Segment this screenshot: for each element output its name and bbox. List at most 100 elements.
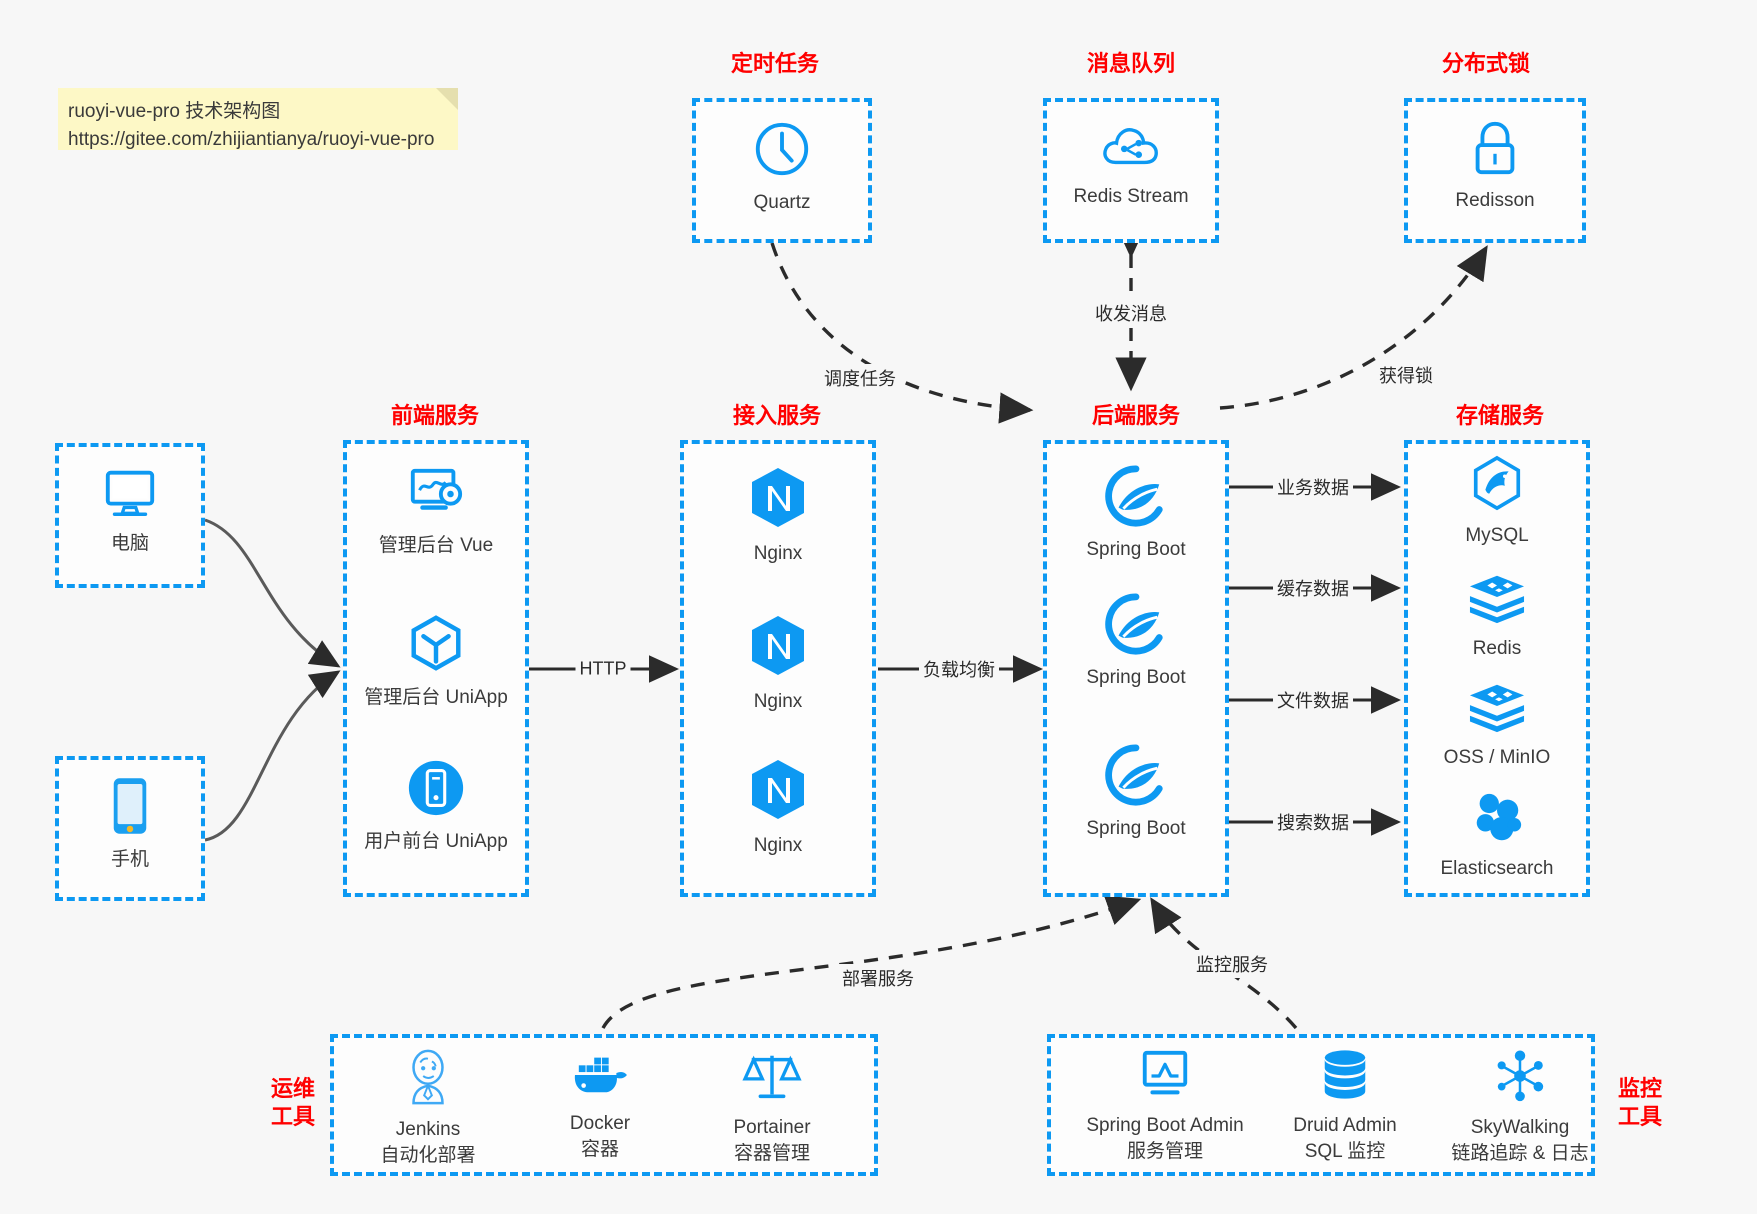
docker-whale-icon xyxy=(570,1048,630,1105)
edge-label-schedule-task: 调度任务 xyxy=(820,364,900,392)
node-label: Spring Boot xyxy=(1086,667,1186,688)
node-redis-stream[interactable]: Redis Stream xyxy=(1051,118,1211,210)
node-spring-boot-admin[interactable]: Spring Boot Admin 服务管理 xyxy=(1070,1048,1260,1164)
node-elasticsearch[interactable]: Elasticsearch xyxy=(1409,790,1585,882)
note-fold-icon xyxy=(436,88,458,110)
node-label: Druid Admin xyxy=(1293,1115,1397,1136)
node-label: Portainer xyxy=(733,1117,811,1138)
uniapp-cube-icon xyxy=(405,613,467,680)
edge-schedule-task xyxy=(770,242,1034,424)
jenkins-butler-icon xyxy=(400,1048,456,1111)
node-nginx-1[interactable]: Nginx xyxy=(690,465,866,567)
node-sublabel: 链路追踪 & 日志 xyxy=(1451,1142,1589,1164)
node-admin-uniapp[interactable]: 管理后台 UniApp xyxy=(348,613,524,711)
spring-boot-leaf-icon xyxy=(1105,465,1167,532)
edge-computer-to-frontend xyxy=(204,518,341,668)
node-label: 电脑 xyxy=(110,533,149,554)
node-springboot-2[interactable]: Spring Boot xyxy=(1048,593,1224,691)
network-nodes-icon xyxy=(1492,1048,1548,1109)
mobile-app-icon xyxy=(405,757,467,824)
node-oss-minio[interactable]: OSS / MinIO xyxy=(1409,679,1585,771)
node-druid-admin[interactable]: Druid Admin SQL 监控 xyxy=(1265,1048,1425,1164)
padlock-icon xyxy=(1466,118,1524,183)
dashboard-gear-icon xyxy=(405,465,467,528)
note-title: ruoyi-vue-pro 技术架构图 xyxy=(68,101,281,122)
node-label: Spring Boot xyxy=(1086,818,1186,839)
node-sublabel: 自动化部署 xyxy=(380,1144,476,1166)
monitor-chart-icon xyxy=(1136,1048,1194,1107)
edge-label-load-balance: 负载均衡 xyxy=(919,655,999,683)
edge-label-file-data: 文件数据 xyxy=(1273,686,1353,714)
node-redis[interactable]: Redis xyxy=(1409,570,1585,662)
monitor-title-line2: 工具 xyxy=(1617,1103,1662,1129)
node-label: Nginx xyxy=(753,835,803,856)
node-springboot-1[interactable]: Spring Boot xyxy=(1048,465,1224,563)
node-label: Docker xyxy=(569,1113,631,1134)
nginx-icon xyxy=(747,757,809,828)
group-title-scheduled-task: 定时任务 xyxy=(730,51,819,76)
edge-label-monitor-service: 监控服务 xyxy=(1192,950,1272,978)
group-backend xyxy=(1043,440,1229,897)
node-label: MySQL xyxy=(1465,525,1529,546)
node-nginx-2[interactable]: Nginx xyxy=(690,613,866,715)
edge-label-acquire-lock: 获得锁 xyxy=(1375,361,1437,389)
group-title-distributed-lock: 分布式锁 xyxy=(1441,51,1530,76)
group-title-devops: 运维 工具 xyxy=(258,1075,328,1130)
note-url: https://gitee.com/zhijiantianya/ruoyi-vu… xyxy=(68,128,435,150)
group-scheduled-task xyxy=(692,98,872,243)
mysql-dolphin-icon xyxy=(1468,455,1526,518)
node-label: Redis xyxy=(1472,638,1522,659)
group-title-gateway: 接入服务 xyxy=(732,403,821,428)
group-title-monitor: 监控 工具 xyxy=(1605,1075,1675,1130)
node-user-uniapp[interactable]: 用户前台 UniApp xyxy=(348,757,524,855)
node-computer[interactable]: 电脑 xyxy=(60,465,200,557)
redis-stack-icon xyxy=(1466,679,1528,740)
edge-label-http: HTTP xyxy=(575,657,631,681)
node-label: Nginx xyxy=(753,691,803,712)
diagram-note: ruoyi-vue-pro 技术架构图 https://gitee.com/zh… xyxy=(58,88,458,150)
edge-label-business-data: 业务数据 xyxy=(1273,473,1353,501)
edge-label-search-data: 搜索数据 xyxy=(1273,808,1353,836)
node-sublabel: SQL 监控 xyxy=(1304,1140,1386,1162)
node-sublabel: 容器管理 xyxy=(733,1142,810,1164)
spring-boot-leaf-icon xyxy=(1105,744,1167,811)
node-label: 管理后台 UniApp xyxy=(364,687,508,708)
node-sublabel: 服务管理 xyxy=(1126,1140,1203,1162)
spring-boot-leaf-icon xyxy=(1105,593,1167,660)
node-label: OSS / MinIO xyxy=(1443,747,1551,768)
edge-acquire-lock xyxy=(1219,245,1488,410)
node-label: Redis Stream xyxy=(1073,186,1189,207)
node-label: Quartz xyxy=(753,192,811,213)
node-label: Redisson xyxy=(1455,190,1535,211)
node-redisson[interactable]: Redisson xyxy=(1406,118,1584,214)
clock-icon xyxy=(751,118,813,185)
group-title-backend: 后端服务 xyxy=(1091,403,1180,428)
node-mysql[interactable]: MySQL xyxy=(1409,455,1585,549)
node-label: 手机 xyxy=(110,849,149,870)
node-nginx-3[interactable]: Nginx xyxy=(690,757,866,859)
node-skywalking[interactable]: SkyWalking 链路追踪 & 日志 xyxy=(1425,1048,1615,1166)
node-phone[interactable]: 手机 xyxy=(60,775,200,873)
node-jenkins[interactable]: Jenkins 自动化部署 xyxy=(348,1048,508,1168)
node-label: Jenkins xyxy=(395,1119,461,1140)
node-label: Nginx xyxy=(753,543,803,564)
mobile-phone-icon xyxy=(108,775,152,842)
node-springboot-3[interactable]: Spring Boot xyxy=(1048,744,1224,842)
node-docker[interactable]: Docker 容器 xyxy=(520,1048,680,1162)
node-label: Elasticsearch xyxy=(1440,858,1554,879)
elasticsearch-cluster-icon xyxy=(1468,790,1526,851)
group-monitor-tools xyxy=(1047,1034,1595,1176)
node-label: Spring Boot xyxy=(1086,539,1186,560)
redis-stack-icon xyxy=(1466,570,1528,631)
devops-title-line2: 工具 xyxy=(270,1103,315,1129)
node-label: Spring Boot Admin xyxy=(1086,1115,1244,1136)
node-admin-vue[interactable]: 管理后台 Vue xyxy=(348,465,524,559)
node-quartz[interactable]: Quartz xyxy=(702,118,862,216)
node-portainer[interactable]: Portainer 容器管理 xyxy=(692,1048,852,1166)
group-distributed-lock xyxy=(1404,98,1586,243)
edge-phone-to-frontend xyxy=(204,670,341,842)
node-label: SkyWalking xyxy=(1470,1117,1570,1138)
scales-balance-icon xyxy=(742,1048,802,1109)
edge-label-deploy-service: 部署服务 xyxy=(838,964,918,992)
